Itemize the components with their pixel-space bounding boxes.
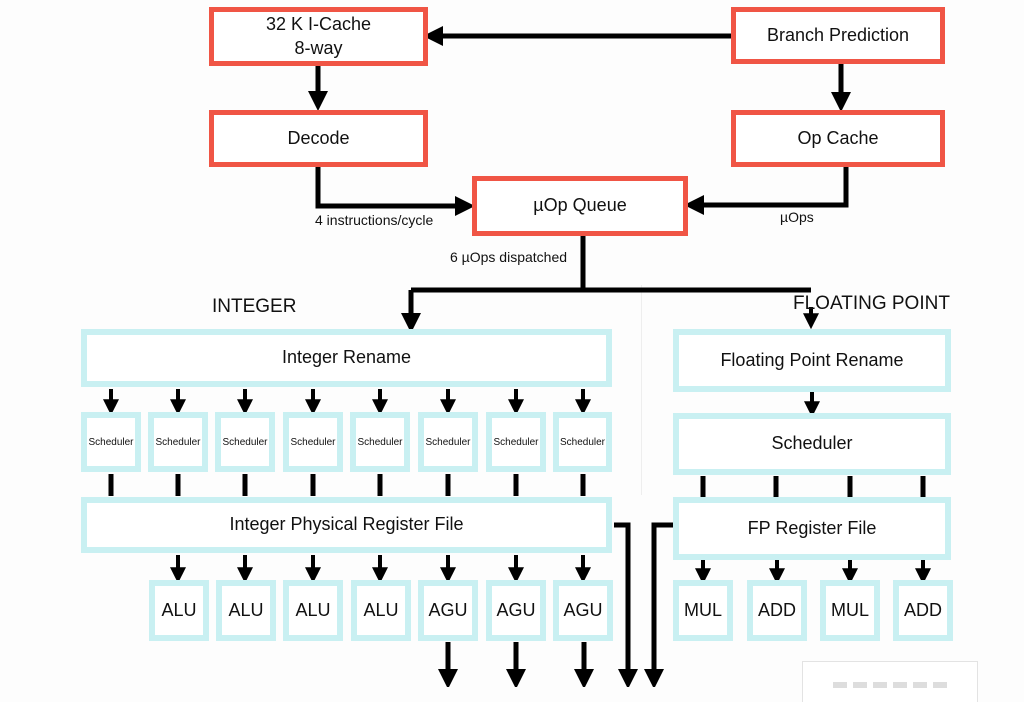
integer-unit-label: ALU bbox=[161, 599, 197, 620]
integer-unit-label: ALU bbox=[228, 599, 264, 620]
fp-mul-unit-block: MUL bbox=[673, 580, 733, 641]
decode-block: Decode bbox=[209, 110, 428, 167]
integer-unit-label: AGU bbox=[563, 599, 603, 620]
decode-throughput-label: 4 instructions/cycle bbox=[315, 212, 434, 228]
icache-block: 32 K I-Cache 8-way bbox=[209, 7, 428, 66]
arrow-opcache-to-uopqueue bbox=[684, 166, 849, 215]
integer-unit-label: ALU bbox=[295, 599, 331, 620]
integer-unit-label: ALU bbox=[363, 599, 399, 620]
integer-section-title: INTEGER bbox=[212, 296, 297, 317]
integer-scheduler-label: Scheduler bbox=[493, 436, 539, 448]
connector-layer bbox=[103, 26, 931, 687]
integer-scheduler-block: Scheduler bbox=[553, 412, 612, 472]
fp-unit-label: MUL bbox=[683, 599, 722, 620]
agu-unit-block: AGU bbox=[418, 580, 478, 641]
integer-rename-label: Integer Rename bbox=[281, 347, 412, 368]
fp-rename-label: Floating Point Rename bbox=[720, 349, 904, 370]
fp-rename-block: Floating Point Rename bbox=[673, 329, 951, 392]
integer-scheduler-block: Scheduler bbox=[486, 412, 546, 472]
integer-register-file-block: Integer Physical Register File bbox=[81, 497, 612, 553]
agu-unit-block: AGU bbox=[553, 580, 613, 641]
integer-scheduler-block: Scheduler bbox=[418, 412, 478, 472]
fp-mul-unit-block: MUL bbox=[820, 580, 880, 641]
branch-prediction-block: Branch Prediction bbox=[731, 7, 945, 64]
alu-unit-block: ALU bbox=[149, 580, 209, 641]
integer-scheduler-label: Scheduler bbox=[222, 436, 268, 448]
integer-scheduler-block: Scheduler bbox=[350, 412, 410, 472]
integer-scheduler-label: Scheduler bbox=[559, 436, 606, 448]
integer-scheduler-block: Scheduler bbox=[283, 412, 343, 472]
fp-register-file-label: FP Register File bbox=[747, 517, 877, 538]
integer-unit-label: AGU bbox=[496, 599, 536, 620]
integer-scheduler-block: Scheduler bbox=[148, 412, 208, 472]
op-cache-block: Op Cache bbox=[731, 110, 945, 167]
agu-unit-block: AGU bbox=[486, 580, 546, 641]
icache-ways: 8-way bbox=[294, 37, 343, 58]
integer-scheduler-label: Scheduler bbox=[357, 436, 403, 448]
integer-scheduler-label: Scheduler bbox=[290, 436, 336, 448]
fp-regfile-outlink bbox=[644, 522, 675, 687]
fp-unit-label: MUL bbox=[830, 599, 869, 620]
decode-label: Decode bbox=[287, 127, 350, 148]
fp-scheduler-block: Scheduler bbox=[673, 413, 951, 475]
alu-unit-block: ALU bbox=[351, 580, 411, 641]
integer-scheduler-label: Scheduler bbox=[425, 436, 471, 448]
op-cache-label: Op Cache bbox=[797, 127, 879, 148]
fp-add-unit-block: ADD bbox=[747, 580, 807, 641]
integer-scheduler-block: Scheduler bbox=[215, 412, 275, 472]
fp-unit-label: ADD bbox=[903, 599, 942, 620]
integer-register-file-label: Integer Physical Register File bbox=[229, 514, 464, 535]
integer-scheduler-label: Scheduler bbox=[88, 436, 134, 448]
partial-offscreen-block bbox=[802, 661, 978, 702]
fp-scheduler-label: Scheduler bbox=[771, 433, 853, 454]
alu-unit-block: ALU bbox=[283, 580, 343, 641]
alu-unit-block: ALU bbox=[216, 580, 276, 641]
arrow-decode-to-uopqueue bbox=[315, 166, 475, 216]
integer-scheduler-label: Scheduler bbox=[155, 436, 201, 448]
dispatch-label: 6 µOps dispatched bbox=[450, 249, 568, 265]
integer-unit-label: AGU bbox=[428, 599, 468, 620]
uop-queue-block: µOp Queue bbox=[472, 176, 688, 236]
int-regfile-outlink bbox=[614, 522, 638, 687]
integer-scheduler-block: Scheduler bbox=[81, 412, 141, 472]
fp-register-file-block: FP Register File bbox=[673, 497, 951, 560]
fp-unit-label: ADD bbox=[757, 599, 796, 620]
fp-add-unit-block: ADD bbox=[893, 580, 953, 641]
integer-rename-block: Integer Rename bbox=[81, 329, 612, 387]
fp-section-title: FLOATING POINT bbox=[793, 293, 950, 314]
uop-queue-label: µOp Queue bbox=[533, 195, 627, 216]
icache-label: 32 K I-Cache bbox=[265, 14, 372, 35]
op-cache-output-label: µOps bbox=[780, 209, 814, 225]
section-divider bbox=[641, 285, 642, 495]
branch-prediction-label: Branch Prediction bbox=[766, 24, 910, 45]
